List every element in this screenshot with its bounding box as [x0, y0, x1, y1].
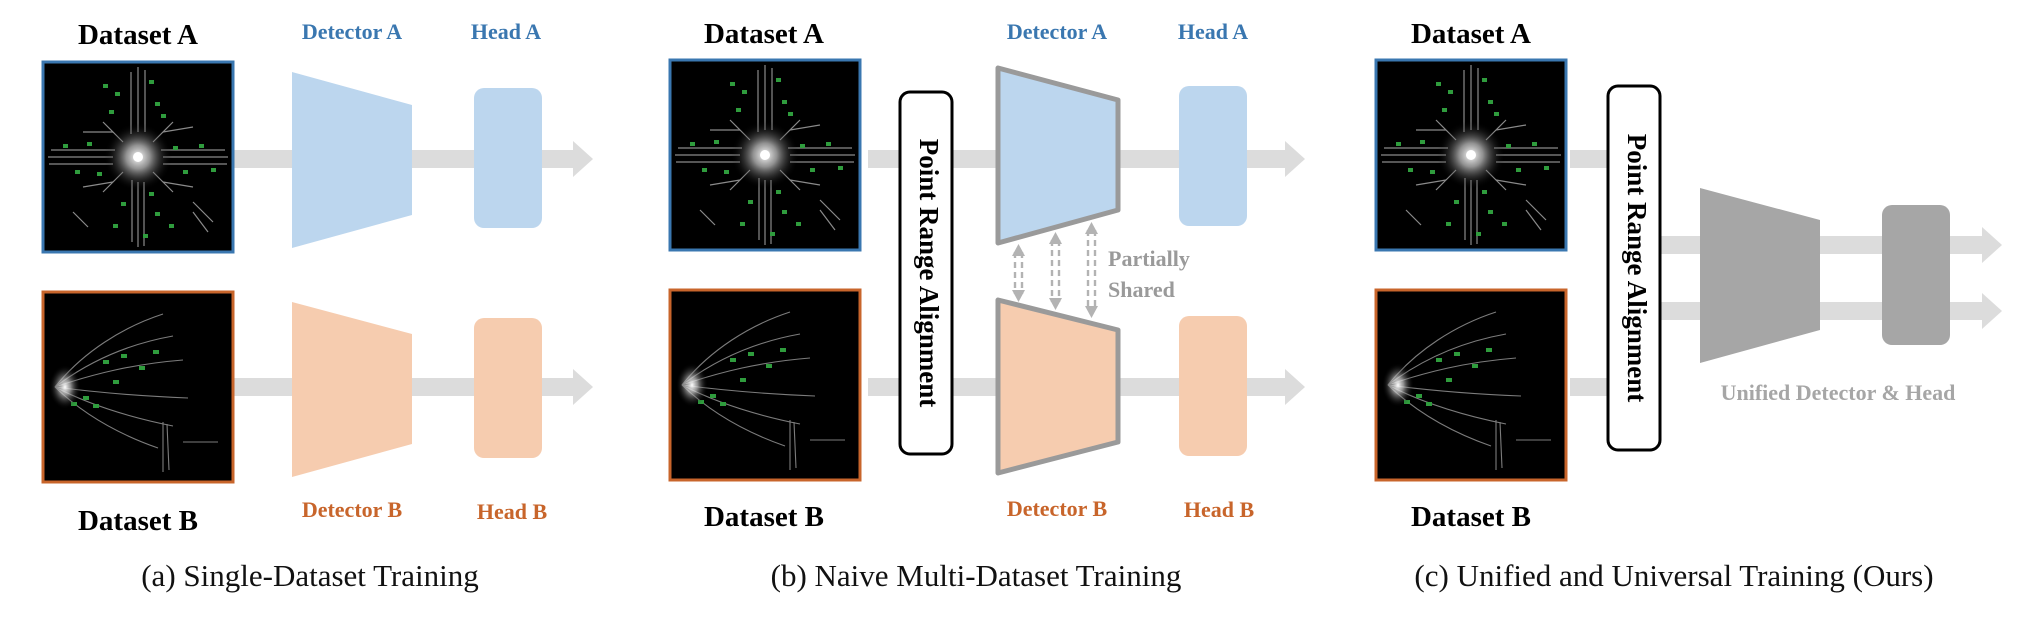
detector-b-label: Detector B	[302, 497, 403, 522]
detector-b-trapezoid	[995, 297, 1121, 476]
head-a-block	[474, 88, 542, 228]
point-cloud-image-b	[668, 288, 862, 482]
head-b-block	[474, 318, 542, 458]
head-a-label: Head A	[471, 19, 541, 44]
flow-arrow-b-head	[1285, 369, 1305, 405]
head-a-block	[1179, 86, 1247, 226]
point-cloud-image-a	[41, 60, 235, 254]
shared-weights-arrows	[1013, 230, 1097, 310]
head-b-label: Head B	[1184, 497, 1255, 522]
detector-b-label: Detector B	[1007, 496, 1108, 521]
unified-detector-trapezoid	[1700, 188, 1820, 363]
dataset-b-label: Dataset B	[78, 505, 198, 537]
detector-b-trapezoid	[292, 302, 412, 477]
panel-naive-multi-dataset: Point Range Alignment Partially Shared D…	[668, 18, 1305, 593]
flow-arrow-a-head	[1285, 141, 1305, 177]
point-cloud-image-a	[668, 58, 862, 252]
panel-unified-training: Point Range Alignment Dataset A Dataset …	[1374, 18, 2002, 593]
flow-arrow-lower-head	[1982, 293, 2002, 329]
alignment-label: Point Range Alignment	[1622, 134, 1652, 403]
unified-head-block	[1882, 205, 1950, 345]
dataset-b-label: Dataset B	[1411, 501, 1531, 533]
dataset-a-label: Dataset A	[704, 18, 824, 50]
head-a-label: Head A	[1178, 19, 1248, 44]
shared-label: Shared	[1108, 277, 1175, 302]
caption-c: (c) Unified and Universal Training (Ours…	[1414, 558, 1933, 593]
flow-arrow-upper-head	[1982, 227, 2002, 263]
flow-arrow-a-head	[573, 141, 593, 177]
dataset-b-label: Dataset B	[704, 501, 824, 533]
point-cloud-image-a	[1374, 58, 1568, 252]
detector-a-label: Detector A	[1007, 19, 1107, 44]
point-cloud-image-b	[1374, 288, 1568, 482]
caption-a: (a) Single-Dataset Training	[141, 558, 479, 593]
alignment-label: Point Range Alignment	[914, 139, 944, 408]
panel-single-dataset: Dataset A Dataset B Detector A Head A De…	[41, 19, 593, 593]
flow-arrow-a-shaft	[1570, 150, 1610, 168]
dataset-a-label: Dataset A	[1411, 18, 1531, 50]
flow-arrow-b-head	[573, 369, 593, 405]
head-b-block	[1179, 316, 1247, 456]
shared-arrowheads	[1012, 222, 1098, 318]
caption-b: (b) Naive Multi-Dataset Training	[771, 558, 1182, 593]
alignment-box	[898, 90, 954, 456]
alignment-box	[1606, 84, 1662, 452]
detector-a-trapezoid	[292, 72, 412, 248]
dataset-a-label: Dataset A	[78, 19, 198, 51]
flow-arrow-b-shaft	[1570, 378, 1610, 396]
detector-a-trapezoid	[995, 65, 1121, 246]
unified-detector-head-label: Unified Detector & Head	[1721, 380, 1956, 405]
detector-a-label: Detector A	[302, 19, 402, 44]
head-b-label: Head B	[477, 499, 548, 524]
partially-label: Partially	[1108, 246, 1190, 271]
point-cloud-image-b	[41, 290, 235, 484]
